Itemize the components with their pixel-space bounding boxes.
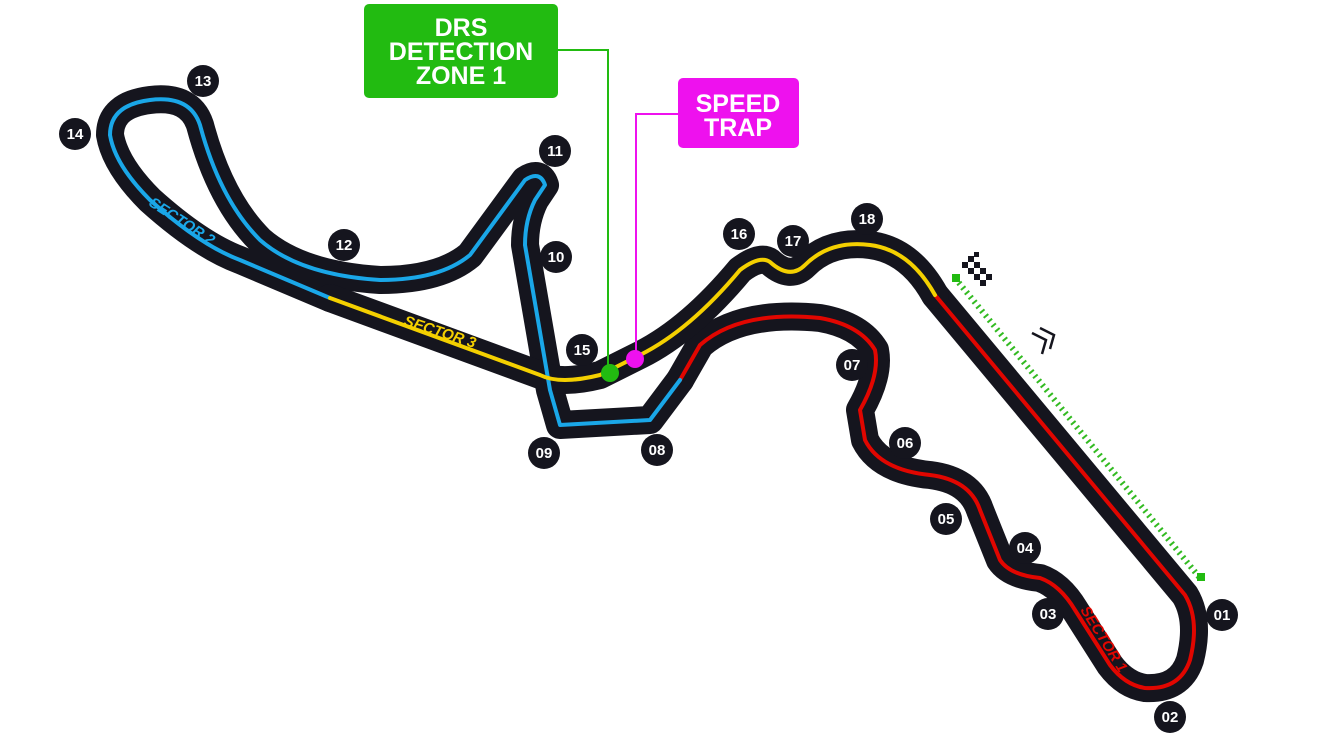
sector-1-line xyxy=(678,293,1196,691)
turn-badge: 05 xyxy=(930,503,962,535)
pit-straight-indicator xyxy=(952,274,1205,581)
turn-badge: 10 xyxy=(540,241,572,273)
svg-text:13: 13 xyxy=(195,73,212,90)
turn-badges: 01 02 03 04 05 06 07 08 09 10 11 12 13 1… xyxy=(59,65,1238,733)
svg-text:08: 08 xyxy=(649,442,666,459)
turn-badge: 04 xyxy=(1009,532,1041,564)
svg-text:18: 18 xyxy=(859,211,876,228)
svg-text:14: 14 xyxy=(67,126,84,143)
turn-badge: 02 xyxy=(1154,701,1186,733)
sector-2-line xyxy=(108,97,682,427)
turn-badge: 01 xyxy=(1206,599,1238,631)
turn-badge: 18 xyxy=(851,203,883,235)
double-chevron-icon xyxy=(1031,326,1056,355)
turn-badge: 03 xyxy=(1032,598,1064,630)
drs-detection-callout: DRS DETECTION ZONE 1 xyxy=(364,4,619,382)
svg-text:10: 10 xyxy=(548,249,565,266)
track-outline xyxy=(96,85,1208,703)
svg-text:05: 05 xyxy=(938,511,955,528)
svg-text:12: 12 xyxy=(336,237,353,254)
svg-text:04: 04 xyxy=(1017,540,1034,557)
speed-trap-line-2: TRAP xyxy=(704,114,772,142)
chequered-flag-icon xyxy=(962,252,992,286)
turn-badge: 06 xyxy=(889,427,921,459)
turn-badge: 17 xyxy=(777,225,809,257)
svg-text:01: 01 xyxy=(1214,607,1231,624)
drs-line-1: DRS xyxy=(435,14,488,42)
svg-text:06: 06 xyxy=(897,435,914,452)
turn-badge: 11 xyxy=(539,135,571,167)
speed-trap-point xyxy=(626,350,644,368)
speed-trap-callout: SPEED TRAP xyxy=(626,78,799,368)
svg-text:15: 15 xyxy=(574,342,591,359)
svg-text:02: 02 xyxy=(1162,709,1179,726)
turn-badge: 14 xyxy=(59,118,91,150)
drs-line-3: ZONE 1 xyxy=(416,62,506,90)
speed-trap-line-1: SPEED xyxy=(696,90,781,118)
turn-badge: 08 xyxy=(641,434,673,466)
turn-badge: 16 xyxy=(723,218,755,250)
svg-text:17: 17 xyxy=(785,233,802,250)
svg-text:09: 09 xyxy=(536,445,553,462)
svg-text:16: 16 xyxy=(731,226,748,243)
turn-badge: 07 xyxy=(836,349,868,381)
turn-badge: 13 xyxy=(187,65,219,97)
svg-text:07: 07 xyxy=(844,357,861,374)
turn-badge: 12 xyxy=(328,229,360,261)
sector-3-line xyxy=(328,242,937,382)
turn-badge: 15 xyxy=(566,334,598,366)
svg-text:11: 11 xyxy=(547,143,563,160)
svg-text:03: 03 xyxy=(1040,606,1057,623)
drs-detection-point xyxy=(601,364,619,382)
sector-lines xyxy=(108,97,1196,691)
drs-line-2: DETECTION xyxy=(389,38,533,66)
turn-badge: 09 xyxy=(528,437,560,469)
